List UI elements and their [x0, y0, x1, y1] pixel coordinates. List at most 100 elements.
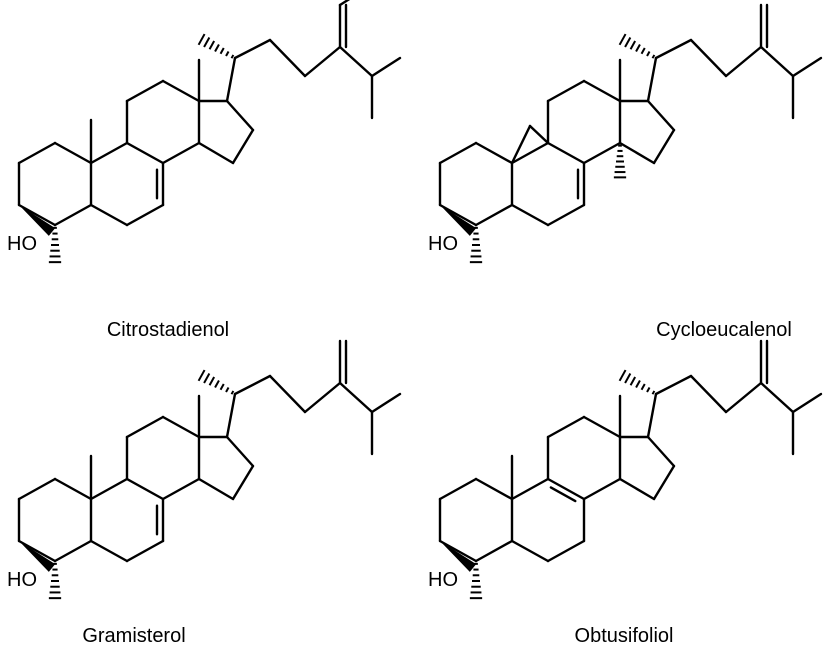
- bond-hashed-methyl-c4: [469, 226, 483, 264]
- hash-stroke: [230, 390, 235, 395]
- bond-side-chain: [791, 392, 823, 414]
- bond-ring-a: [438, 539, 478, 563]
- hash-stroke: [624, 37, 632, 48]
- bond-ring-b: [546, 539, 586, 563]
- hash-stroke: [629, 376, 637, 386]
- hash-stroke: [208, 376, 216, 386]
- bond-hashed-methyl-c4: [48, 226, 62, 264]
- bond-side-chain: [338, 381, 374, 414]
- bond-ring-b: [125, 141, 165, 165]
- bond-ring-a: [474, 477, 514, 501]
- bond-ring-b: [510, 539, 550, 563]
- bond-side-chain: [689, 374, 728, 414]
- bond-side-chain: [759, 381, 795, 414]
- bond-ring-c: [546, 79, 586, 103]
- bond-ring-c: [161, 415, 201, 439]
- bond-hashed-methyl-c4: [469, 562, 483, 600]
- bond-ring-c: [582, 477, 622, 501]
- hash-stroke: [629, 40, 637, 50]
- bond-side-chain: [268, 374, 307, 414]
- bond-ring-d: [197, 477, 235, 501]
- bond-ring-c: [546, 415, 586, 439]
- bond-ring-b: [510, 203, 550, 227]
- bond-hashed-methyl-c21: [197, 33, 235, 59]
- bond-ring-d: [197, 141, 235, 165]
- bond-ring-a: [474, 203, 514, 227]
- bond-ring-b: [89, 203, 129, 227]
- hash-stroke: [197, 369, 206, 382]
- bond-ring-a: [474, 539, 514, 563]
- hydroxyl-label: HO: [428, 233, 458, 255]
- compound-name-gramisterol: Gramisterol: [82, 625, 185, 647]
- bond-ring-b: [546, 477, 586, 501]
- bond-hashed-methyl-c21: [618, 369, 656, 395]
- bond-hashed-methyl-c21: [618, 33, 656, 59]
- hash-stroke: [203, 37, 211, 48]
- hash-stroke: [208, 40, 216, 50]
- bond-side-chain: [689, 38, 728, 78]
- bond-side-chain: [654, 38, 693, 60]
- bond-ring-c: [582, 141, 622, 165]
- bond-ring-d: [225, 99, 255, 132]
- hash-stroke: [624, 373, 632, 384]
- bond-ring-d: [231, 128, 255, 165]
- hash-stroke: [225, 386, 230, 393]
- bond-hashed-methyl-c21: [197, 369, 235, 395]
- bond-side-chain: [233, 374, 272, 396]
- compound-name-citrostadienol: Citrostadienol: [107, 319, 229, 341]
- bond-ethylidene: [338, 0, 351, 7]
- bond-side-chain: [791, 56, 823, 78]
- bond-side-chain: [225, 56, 237, 103]
- compound-name-obtusifoliol: Obtusifoliol: [575, 625, 674, 647]
- bond-cyclopropane: [510, 124, 532, 165]
- structure-gramisterol: HO Gramisterol: [7, 339, 402, 647]
- bond-ring-d: [646, 99, 676, 132]
- bond-ring-b: [89, 141, 129, 165]
- hash-stroke: [640, 47, 646, 55]
- hash-stroke: [635, 44, 641, 52]
- bond-side-chain: [370, 392, 402, 414]
- bond-side-chain: [724, 45, 763, 78]
- hash-stroke: [230, 54, 235, 59]
- bond-ring-a: [17, 203, 57, 227]
- bond-ring-d: [646, 435, 676, 468]
- bond-ring-a: [53, 141, 93, 165]
- bond-ring-b: [546, 141, 586, 165]
- bond-ring-a: [438, 141, 478, 165]
- bond-side-chain: [268, 38, 307, 78]
- bond-ring-d: [231, 464, 255, 501]
- structure-citrostadienol: HO Citrostadienol: [7, 0, 402, 341]
- bond-side-chain: [338, 45, 374, 78]
- bond-ring-a: [17, 539, 57, 563]
- bond-ring-c: [125, 415, 165, 439]
- bond-ring-d: [652, 464, 676, 501]
- bond-ring-b: [89, 539, 129, 563]
- bond-ring-a: [53, 203, 93, 227]
- hydroxyl-label: HO: [7, 233, 37, 255]
- bond-ring-a: [53, 539, 93, 563]
- bond-side-chain: [646, 56, 658, 103]
- structure-cycloeucalenol: HO Cycloeucalenol: [428, 3, 823, 341]
- bond-ring-b: [510, 477, 550, 501]
- bond-ring-d: [652, 128, 676, 165]
- bond-ring-a: [53, 477, 93, 501]
- bond-side-chain: [370, 56, 402, 78]
- bond-ring-b: [125, 477, 165, 501]
- hash-stroke: [219, 47, 225, 55]
- bond-ring-c: [125, 79, 165, 103]
- hash-stroke: [225, 50, 230, 57]
- bond-ring-a: [438, 203, 478, 227]
- hash-stroke: [214, 380, 220, 388]
- hash-stroke: [651, 54, 656, 59]
- bond-ring-c: [161, 477, 201, 501]
- bond-side-chain: [233, 38, 272, 60]
- bond-ring-a: [17, 141, 57, 165]
- hash-stroke: [197, 33, 206, 46]
- structure-obtusifoliol: HO Obtusifoliol: [428, 339, 823, 647]
- bond-cyclopropane: [528, 124, 550, 145]
- hash-stroke: [640, 383, 646, 391]
- hash-stroke: [646, 50, 651, 57]
- bond-ring-b: [89, 477, 129, 501]
- bond-wedge-hydroxyl: [440, 541, 477, 572]
